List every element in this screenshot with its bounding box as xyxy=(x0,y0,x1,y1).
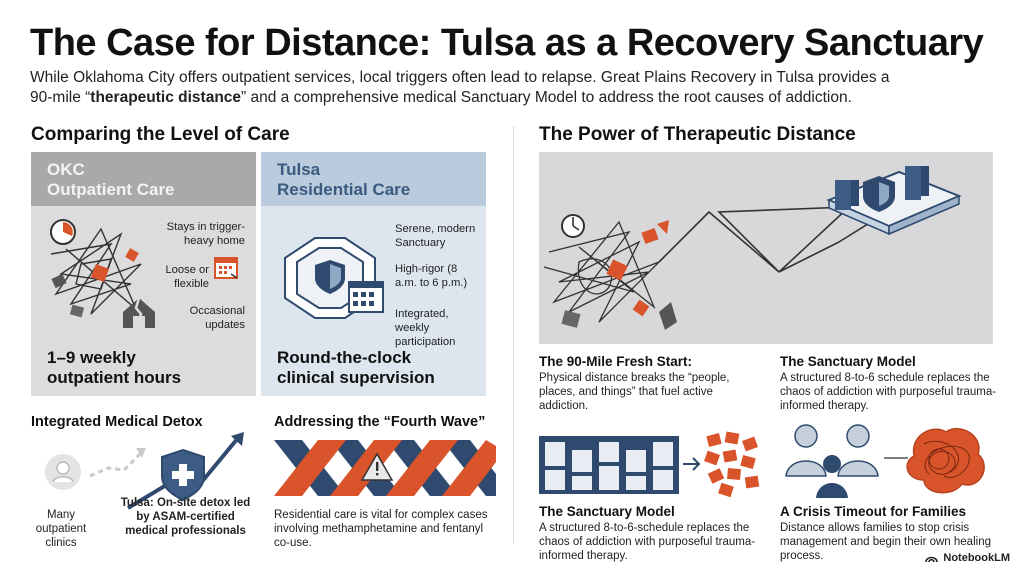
therapeutic-distance-heading: The Power of Therapeutic Distance xyxy=(539,124,856,145)
tulsa-card-footer: Round-the-clock clinical supervision xyxy=(277,348,435,388)
chaos-to-sanctuary-icon xyxy=(543,166,962,330)
brand-name: NotebookLM xyxy=(943,552,1010,564)
subtitle-line-1: While Oklahoma City offers outpatient se… xyxy=(30,69,890,86)
detox-heading: Integrated Medical Detox xyxy=(31,414,203,430)
detox-left-caption: Many outpatient clinics xyxy=(35,509,87,549)
notebooklm-logo-icon xyxy=(925,556,939,563)
sanctuary-building-icon xyxy=(284,237,384,319)
schedule-puzzle-icon xyxy=(539,430,761,499)
sanctuary-model-text-bottom: A structured 8-to-6-schedule replaces th… xyxy=(539,522,756,562)
comparing-care-heading: Comparing the Level of Care xyxy=(31,124,290,145)
sanctuary-model-heading-top: The Sanctuary Model xyxy=(780,354,916,369)
interwoven-waves-icon xyxy=(274,440,496,496)
chaos-scribble-icon xyxy=(50,219,142,318)
tulsa-card: Tulsa Residential Care Serene, modern Sa… xyxy=(261,152,486,396)
okc-card: OKC Outpatient Care Stays in trigger-hea… xyxy=(31,152,256,396)
broken-house-icon xyxy=(123,297,155,329)
okc-title-line2: Outpatient Care xyxy=(47,180,175,199)
crisis-timeout-text: Distance allows families to stop crisis … xyxy=(780,522,991,562)
column-divider xyxy=(513,126,514,544)
okc-card-footer: 1–9 weekly outpatient hours xyxy=(47,348,181,388)
okc-feature-family: Occasional updates xyxy=(189,305,245,331)
sanctuary-model-heading-bottom: The Sanctuary Model xyxy=(539,504,675,519)
okc-footer-line2: outpatient hours xyxy=(47,368,182,387)
fourth-wave-heading: Addressing the “Fourth Wave” xyxy=(274,414,486,430)
okc-card-header: OKC Outpatient Care xyxy=(31,152,256,206)
tulsa-footer-line2: clinical supervision xyxy=(277,368,435,387)
fresh-start-text: Physical distance breaks the “people, pl… xyxy=(539,372,730,412)
crisis-timeout-heading: A Crisis Timeout for Families xyxy=(780,504,967,519)
page-subtitle: While Oklahoma City offers outpatient se… xyxy=(30,68,990,108)
family-crisis-icon xyxy=(785,424,985,498)
detox-right-caption: Tulsa: On-site detox led by ASAM-certifi… xyxy=(120,497,251,537)
tulsa-footer-line1: Round-the-clock xyxy=(277,348,412,367)
subtitle-line-2: 90-mile “therapeutic distance” and a com… xyxy=(30,89,852,106)
okc-feature-environment: Stays in trigger-heavy home xyxy=(166,221,245,247)
sanctuary-model-text-top: A structured 8-to-6 schedule replaces th… xyxy=(780,372,997,412)
okc-footer-line1: 1–9 weekly xyxy=(47,348,136,367)
tulsa-feature-schedule: High-rigor (8 a.m. to 6 p.m.) xyxy=(395,263,468,289)
okc-title-line1: OKC xyxy=(47,160,85,179)
tulsa-feature-family: Integrated, weekly participation xyxy=(395,308,456,348)
subtitle-emphasis: therapeutic distance xyxy=(90,89,242,106)
fresh-start-heading: The 90-Mile Fresh Start: xyxy=(539,354,693,369)
tulsa-title-line2: Residential Care xyxy=(277,180,411,199)
notebooklm-brand: NotebookLM xyxy=(925,552,1010,564)
page-title: The Case for Distance: Tulsa as a Recove… xyxy=(30,22,984,64)
tulsa-feature-environment: Serene, modern Sanctuary xyxy=(395,223,476,249)
distance-illustration xyxy=(539,152,993,344)
fourth-wave-text: Residential care is vital for complex ca… xyxy=(274,509,488,549)
tulsa-title-line1: Tulsa xyxy=(277,160,321,179)
tulsa-card-header: Tulsa Residential Care xyxy=(261,152,486,206)
detox-illustration xyxy=(45,432,244,510)
okc-feature-schedule: Loose or flexible xyxy=(165,264,209,290)
calendar-icon xyxy=(214,257,238,279)
